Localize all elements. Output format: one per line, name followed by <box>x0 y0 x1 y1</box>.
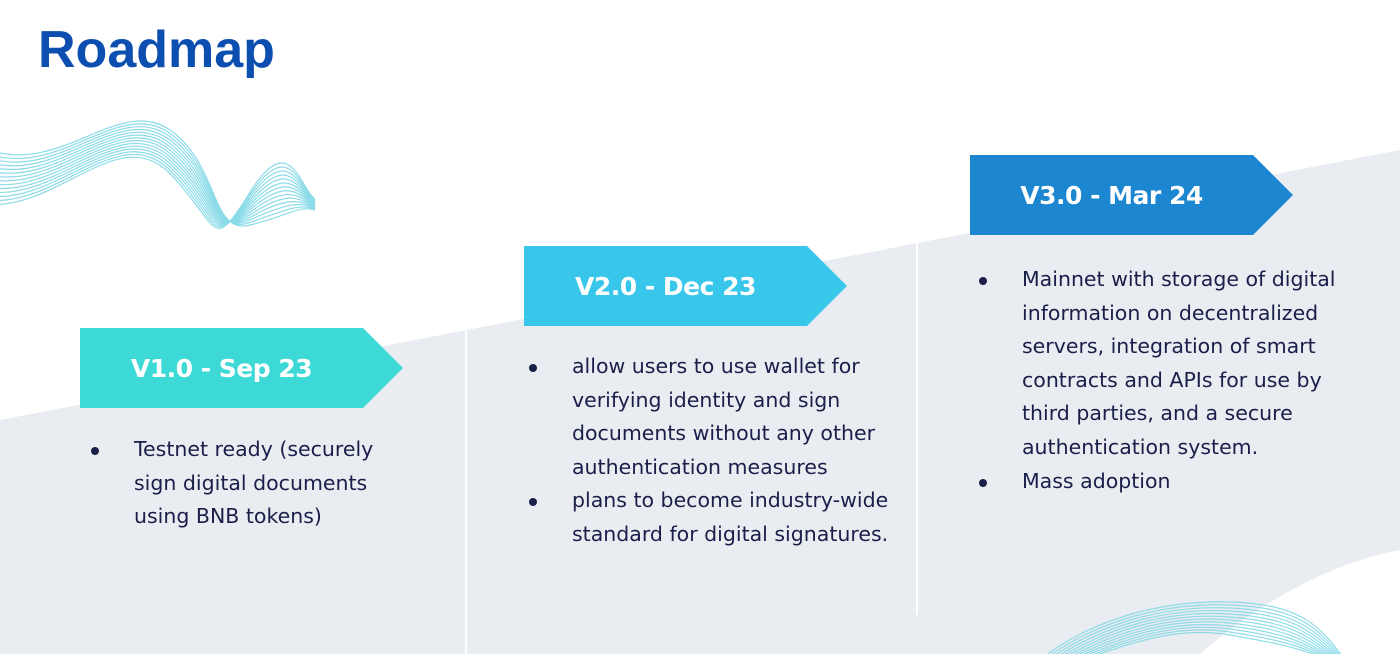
wave-line <box>0 151 316 226</box>
phase-3-bullet-2: Mass adoption <box>974 465 1344 499</box>
phase-1-label: V1.0 - Sep 23 <box>130 353 313 383</box>
wave-line <box>0 153 316 228</box>
phase-1-bullet-list: Testnet ready (securely sign digital doc… <box>86 433 406 534</box>
wave-line <box>1069 615 1332 654</box>
wave-line <box>1051 604 1340 654</box>
wave-line <box>1060 609 1336 654</box>
phase-3-label: V3.0 - Mar 24 <box>1020 180 1203 210</box>
phase-3-bullet-list: Mainnet with storage of digital informat… <box>974 263 1344 498</box>
wave-line <box>0 131 316 223</box>
wave-line <box>1046 601 1342 654</box>
wave-line <box>0 134 316 223</box>
wave-line <box>0 148 316 225</box>
lower-right-white-curve <box>1200 550 1400 654</box>
phase-2-bullet-list: allow users to use wallet for verifying … <box>524 350 894 552</box>
wave-line <box>1083 623 1325 654</box>
wave-line <box>0 156 316 229</box>
phase-1-bullet-1: Testnet ready (securely sign digital doc… <box>86 433 406 534</box>
phase-2-bullet-1: allow users to use wallet for verifying … <box>524 350 894 484</box>
phase-3-bullet-1: Mainnet with storage of digital informat… <box>974 263 1344 465</box>
wave-line <box>1093 629 1319 654</box>
page-title: Roadmap <box>38 21 275 79</box>
wave-line <box>0 126 316 224</box>
wave-line <box>1098 631 1315 654</box>
wave-line <box>0 145 316 224</box>
wave-line <box>1073 618 1330 654</box>
wave-line <box>1078 621 1328 654</box>
wave-line <box>0 140 316 223</box>
wave-line <box>0 120 316 227</box>
phase-2-label: V2.0 - Dec 23 <box>575 271 756 301</box>
wave-line <box>1055 607 1338 654</box>
wave-line <box>1088 626 1322 654</box>
phase-3-banner: V3.0 - Mar 24 <box>970 155 1293 235</box>
wave-lines-bottom-right <box>1046 601 1342 654</box>
wave-line <box>1064 612 1334 654</box>
phase-1-banner: V1.0 - Sep 23 <box>80 328 403 408</box>
phase-2-banner: V2.0 - Dec 23 <box>524 246 847 326</box>
wave-lines-top-left <box>0 120 316 229</box>
wave-line <box>0 128 316 223</box>
wave-line <box>0 137 316 223</box>
wave-line <box>0 142 316 223</box>
phase-2-bullet-2: plans to become industry-wide standard f… <box>524 484 894 551</box>
wave-line <box>0 123 316 225</box>
rising-slope-shape <box>0 150 1400 654</box>
